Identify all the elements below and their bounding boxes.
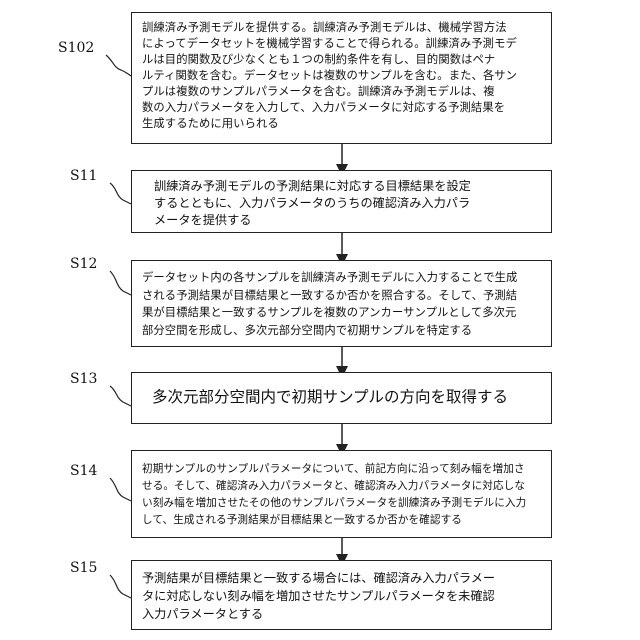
step-box-s15: 予測結果が目標結果と一致する場合には、確認済み入力パラメー タに対応しない刻み幅… — [131, 560, 552, 630]
leader-s15 — [110, 575, 131, 598]
step-box-s13: 多次元部分空間内で初期サンプルの方向を取得する — [131, 372, 552, 424]
leader-s11 — [110, 183, 131, 204]
step-text-s14: 初期サンプルのサンプルパラメータについて、前記方向に沿って刻み幅を増加さ せる。… — [142, 461, 543, 529]
step-text-s13: 多次元部分空間内で初期サンプルの方向を取得する — [152, 387, 543, 407]
step-text-s15: 予測結果が目標結果と一致する場合には、確認済み入力パラメー タに対応しない刻み幅… — [142, 569, 543, 623]
step-text-s12: データセット内の各サンプルを訓練済み予測モデルに入力することで生成 される予測結… — [142, 269, 543, 339]
leader-s12 — [110, 271, 131, 295]
step-text-s11: 訓練済み予測モデルの予測結果に対応する目標結果を設定 するとともに、入力パラメー… — [154, 178, 543, 229]
leader-s13 — [110, 386, 131, 406]
step-label-s12: S12 — [70, 256, 97, 272]
step-box-s12: データセット内の各サンプルを訓練済み予測モデルに入力することで生成 される予測結… — [131, 260, 552, 347]
leader-s102 — [106, 55, 131, 76]
step-label-s102: S102 — [58, 40, 94, 56]
step-box-s102: 訓練済み予測モデルを提供する。訓練済み予測モデルは、機械学習方法 によってデータ… — [131, 12, 552, 144]
step-label-s14: S14 — [70, 463, 97, 479]
step-box-s14: 初期サンプルのサンプルパラメータについて、前記方向に沿って刻み幅を増加さ せる。… — [131, 450, 552, 538]
step-label-s11: S11 — [70, 168, 97, 184]
step-label-s15: S15 — [70, 560, 97, 576]
leader-s14 — [110, 478, 131, 501]
step-text-s102: 訓練済み予測モデルを提供する。訓練済み予測モデルは、機械学習方法 によってデータ… — [142, 20, 543, 132]
step-label-s13: S13 — [70, 371, 97, 387]
step-box-s11: 訓練済み予測モデルの予測結果に対応する目標結果を設定 するとともに、入力パラメー… — [131, 170, 552, 233]
